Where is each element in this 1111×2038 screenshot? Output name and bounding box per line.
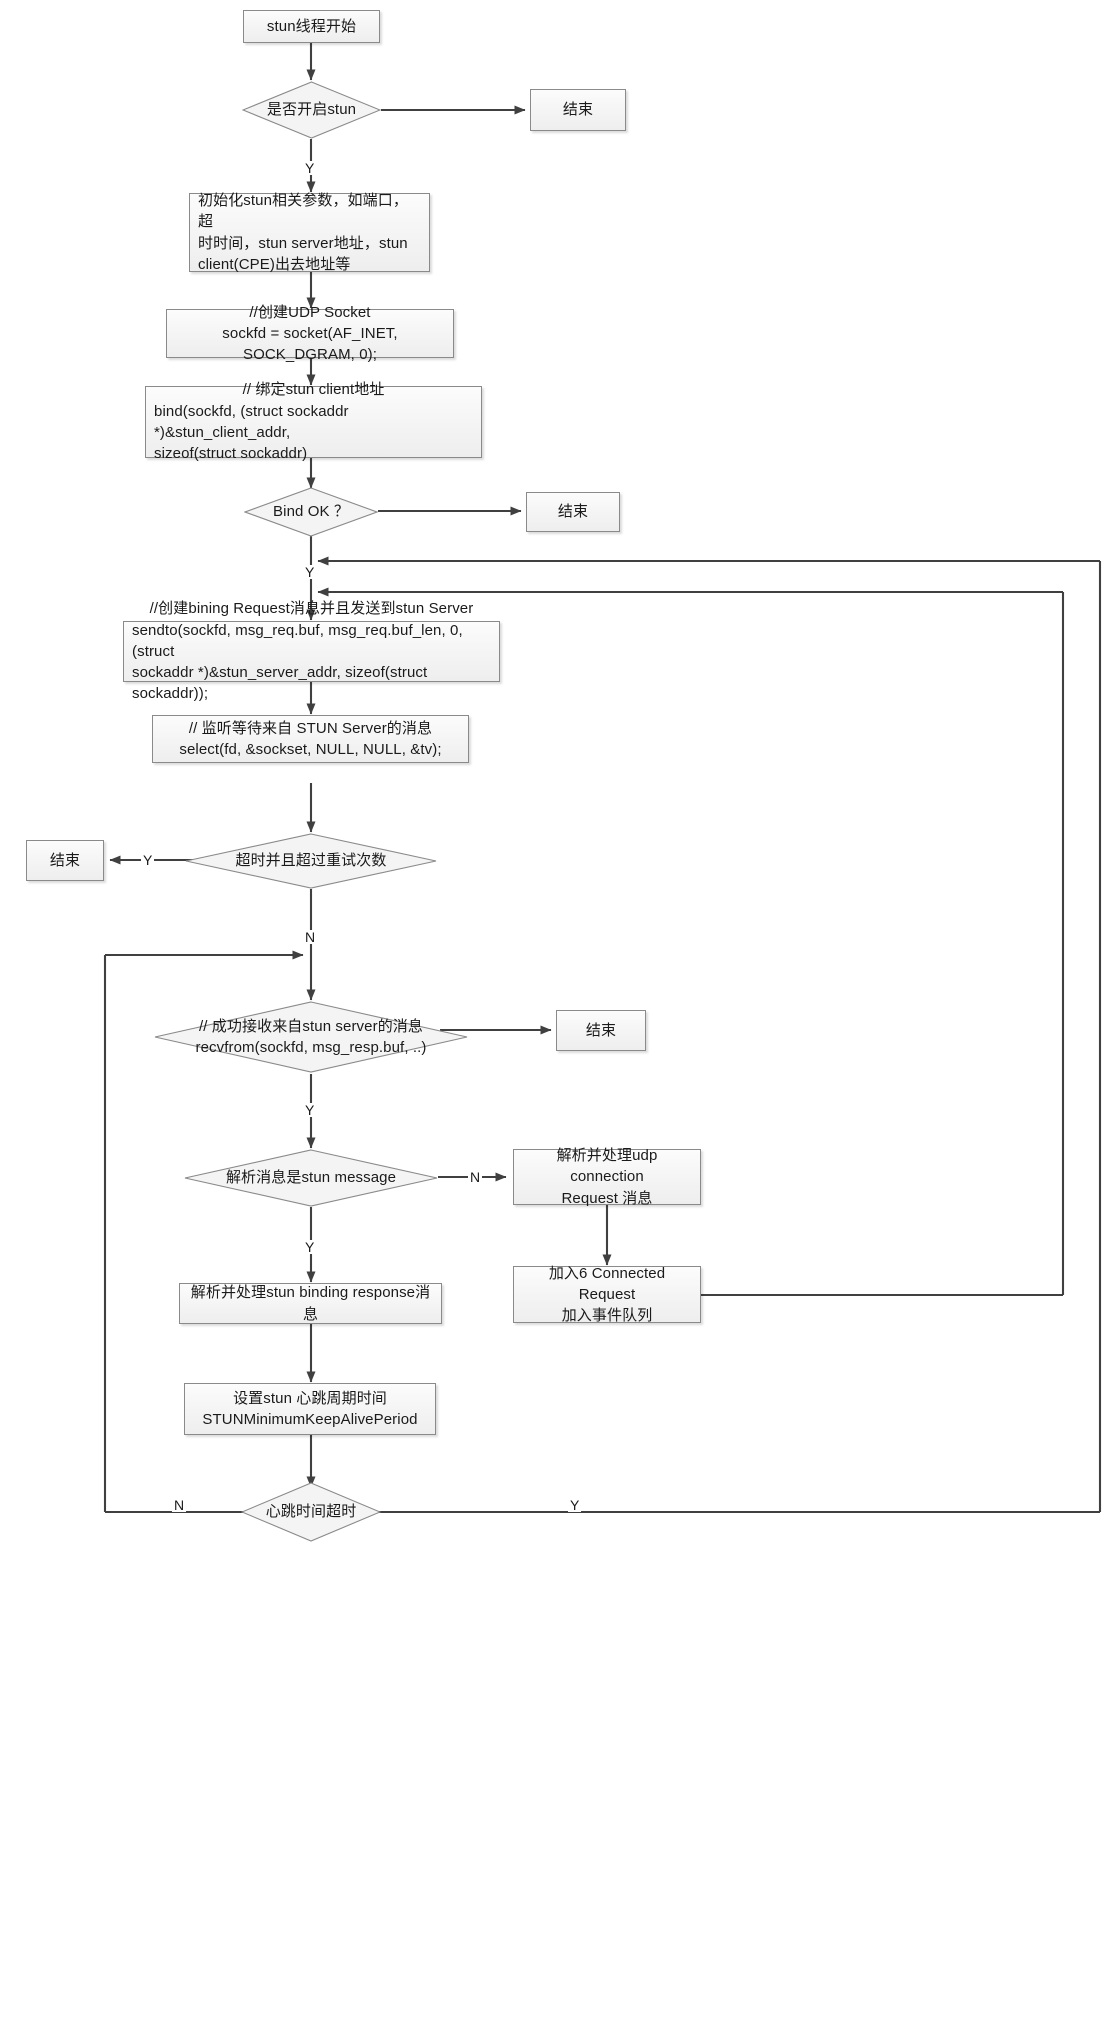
node-handle-udp-connection-request-line2: Request 消息 xyxy=(561,1189,653,1207)
node-end-4-label: 结束 xyxy=(585,1021,617,1039)
node-bind-socket-line2: bind(sockfd, (struct sockaddr *)&stun_cl… xyxy=(154,402,349,441)
edge-label-isstun-yes: Y xyxy=(303,1239,317,1255)
node-decision-is-stun-message[interactable]: 解析消息是stun message xyxy=(184,1149,438,1207)
node-send-binding-request-line3: sockaddr *)&stun_server_addr, sizeof(str… xyxy=(132,664,428,703)
node-create-socket[interactable]: //创建UDP Socket sockfd = socket(AF_INET, … xyxy=(166,304,454,363)
node-set-keepalive-period[interactable]: 设置stun 心跳周期时间 STUNMinimumKeepAlivePeriod xyxy=(184,1383,436,1435)
edge-label-heartbeat-no: N xyxy=(172,1497,187,1513)
edge-label-enable-yes: Y xyxy=(303,160,317,176)
node-create-socket-line1: //创建UDP Socket xyxy=(249,303,371,321)
diamond-shape xyxy=(154,1001,468,1073)
node-decision-heartbeat-timeout[interactable]: 心跳时间超时 xyxy=(241,1482,381,1542)
node-parse-binding-response-label: 解析并处理stun binding response消息 xyxy=(190,1284,431,1323)
edge-label-heartbeat-yes: Y xyxy=(568,1497,582,1513)
node-end-3[interactable]: 结束 xyxy=(26,840,104,881)
diamond-shape xyxy=(241,1482,381,1542)
node-end-4[interactable]: 结束 xyxy=(556,1010,646,1051)
node-decision-timeout-retry-label: 超时并且超过重试次数 xyxy=(235,852,387,870)
node-parse-binding-response[interactable]: 解析并处理stun binding response消息 xyxy=(179,1283,442,1324)
edge-label-timeout-yes: Y xyxy=(141,852,155,868)
node-select-wait-line2: select(fd, &sockset, NULL, NULL, &tv); xyxy=(179,741,442,758)
node-end-1[interactable]: 结束 xyxy=(530,89,626,131)
node-bind-socket-line1: // 绑定stun client地址 xyxy=(242,381,385,399)
diamond-shape xyxy=(184,1149,438,1207)
node-end-3-label: 结束 xyxy=(49,851,81,869)
node-decision-enable-stun[interactable]: 是否开启stun xyxy=(242,81,381,139)
edge-label-timeout-no: N xyxy=(303,929,318,945)
node-decision-recv-success[interactable]: // 成功接收来自stun server的消息 recvfrom(sockfd,… xyxy=(154,1001,468,1073)
node-set-keepalive-period-line1: 设置stun 心跳周期时间 xyxy=(233,1389,387,1407)
node-init-params-line1: 初始化stun相关参数，如端口，超 xyxy=(198,191,408,231)
node-init-params-line2: 时时间，stun server地址，stun xyxy=(198,234,408,252)
node-handle-udp-connection-request[interactable]: 解析并处理udp connection Request 消息 xyxy=(513,1147,701,1207)
node-decision-heartbeat-timeout-label: 心跳时间超时 xyxy=(265,1503,357,1521)
node-decision-timeout-retry[interactable]: 超时并且超过重试次数 xyxy=(185,833,437,889)
diamond-shape xyxy=(185,833,437,889)
node-add-connected-request-line1: 加入6 Connected Request xyxy=(548,1264,666,1303)
node-create-socket-line2: sockfd = socket(AF_INET, SOCK_DGRAM, 0); xyxy=(222,324,398,364)
node-handle-udp-connection-request-line1: 解析并处理udp connection xyxy=(556,1147,658,1186)
edge-label-bindok-yes: Y xyxy=(303,564,317,580)
node-send-binding-request-line2: sendto(sockfd, msg_req.buf, msg_req.buf_… xyxy=(132,621,463,660)
node-select-wait[interactable]: // 监听等待来自 STUN Server的消息 select(fd, &soc… xyxy=(152,715,469,763)
node-init-params-line3: client(CPE)出去地址等 xyxy=(198,255,351,273)
node-start[interactable]: stun线程开始 xyxy=(243,10,380,43)
node-bind-socket[interactable]: // 绑定stun client地址 bind(sockfd, (struct … xyxy=(145,381,482,462)
node-select-wait-line1: // 监听等待来自 STUN Server的消息 xyxy=(188,719,433,737)
node-decision-enable-stun-label: 是否开启stun xyxy=(266,101,357,119)
node-bind-socket-line3: sizeof(struct sockaddr) xyxy=(154,445,308,463)
node-end-2-label: 结束 xyxy=(557,503,589,521)
node-send-binding-request[interactable]: //创建bining Request消息并且发送到stun Server sen… xyxy=(123,600,500,702)
node-init-params[interactable]: 初始化stun相关参数，如端口，超 时时间，stun server地址，stun… xyxy=(189,191,430,273)
node-decision-recv-success-line1: // 成功接收来自stun server的消息 xyxy=(199,1017,423,1035)
node-decision-is-stun-message-label: 解析消息是stun message xyxy=(225,1169,397,1187)
node-end-2[interactable]: 结束 xyxy=(526,492,620,532)
edge-label-isstun-no: N xyxy=(468,1169,483,1185)
edge-label-recv-yes: Y xyxy=(303,1102,317,1118)
node-decision-bind-ok[interactable]: Bind OK ？ xyxy=(244,487,378,537)
node-add-connected-request[interactable]: 加入6 Connected Request 加入事件队列 xyxy=(513,1264,701,1325)
node-start-label: stun线程开始 xyxy=(266,17,357,35)
node-end-1-label: 结束 xyxy=(562,101,594,119)
node-decision-recv-success-line2: recvfrom(sockfd, msg_resp.buf, ..) xyxy=(195,1039,427,1056)
node-send-binding-request-line1: //创建bining Request消息并且发送到stun Server xyxy=(149,600,474,618)
diamond-shape xyxy=(244,487,378,537)
node-add-connected-request-line2: 加入事件队列 xyxy=(561,1307,653,1325)
node-decision-bind-ok-label: Bind OK ？ xyxy=(273,503,349,521)
diamond-shape xyxy=(242,81,381,139)
node-set-keepalive-period-line2: STUNMinimumKeepAlivePeriod xyxy=(202,1411,418,1428)
